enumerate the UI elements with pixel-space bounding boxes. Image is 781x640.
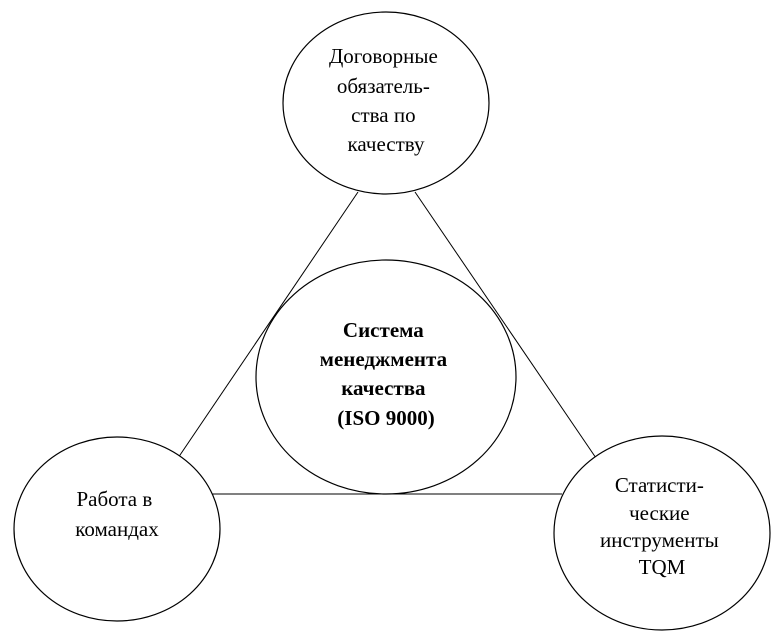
- node-line: (ISO 9000): [337, 406, 434, 430]
- node-teamwork: Работа в командах: [13, 436, 221, 622]
- node-line: ческие: [629, 501, 690, 525]
- node-statistical-tools: Статисти- ческие инструменты TQM: [553, 435, 771, 631]
- node-line: инструменты: [600, 528, 719, 552]
- node-line: Работа в: [76, 487, 152, 511]
- node-quality-management-system: Система менеджмента качества (ISO 9000): [255, 259, 517, 495]
- node-line: Система: [343, 318, 424, 342]
- node-contractual-obligations-ellipse: [282, 11, 490, 195]
- node-line: TQM: [639, 555, 686, 579]
- edge-top-left: [177, 191, 359, 459]
- node-line: качеству: [348, 132, 425, 156]
- node-line: командах: [75, 517, 159, 541]
- node-teamwork-ellipse: [13, 436, 221, 622]
- node-contractual-obligations-label: Договорные обязатель- ства по качеству: [329, 44, 443, 156]
- node-line: Статисти-: [615, 473, 704, 497]
- node-quality-management-system-ellipse: [255, 259, 517, 495]
- node-statistical-tools-ellipse: [553, 435, 771, 631]
- node-line: менеджмента: [320, 347, 448, 371]
- node-line: Договорные: [329, 44, 438, 68]
- node-line: качества: [341, 376, 426, 400]
- node-line: ства по: [351, 103, 415, 127]
- edge-top-right: [414, 191, 597, 459]
- node-teamwork-label: Работа в командах: [75, 487, 159, 541]
- node-contractual-obligations: Договорные обязатель- ства по качеству: [282, 11, 490, 195]
- node-line: обязатель-: [337, 74, 430, 98]
- node-statistical-tools-label: Статисти- ческие инструменты TQM: [600, 473, 724, 579]
- node-quality-management-system-label: Система менеджмента качества (ISO 9000): [320, 318, 453, 430]
